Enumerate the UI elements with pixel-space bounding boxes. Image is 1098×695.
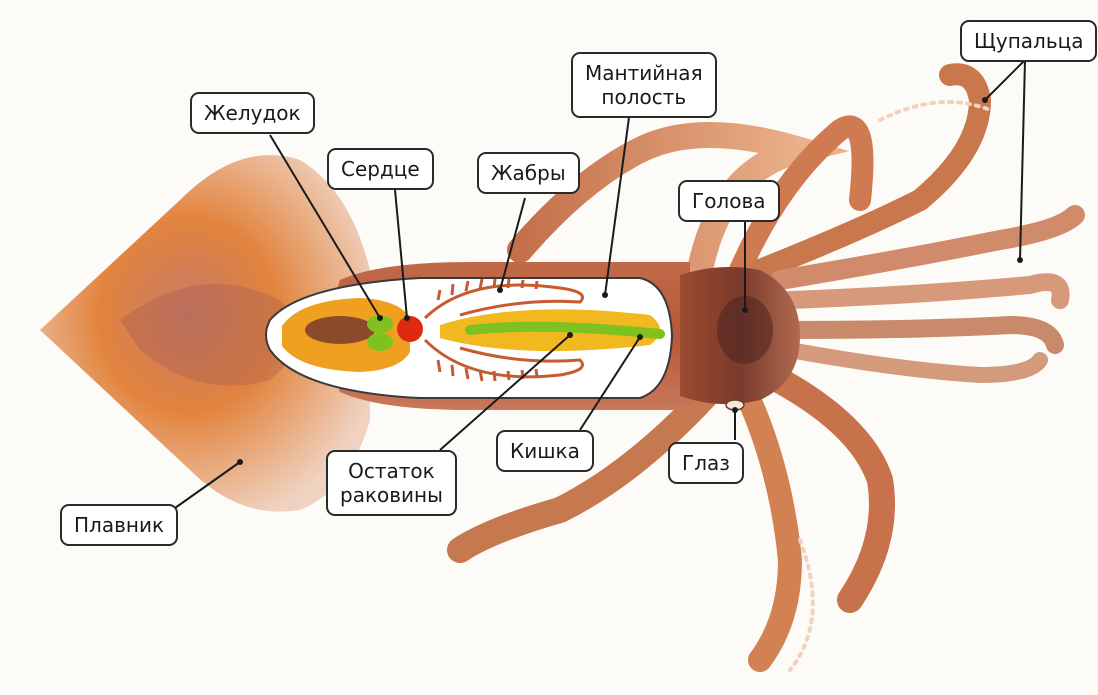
liver-shape [305,316,375,344]
label-gills-text: Жабры [491,161,566,185]
label-shell-remnant-line2: раковины [340,483,443,507]
label-eye-text: Глаз [682,451,730,475]
label-mantle-cavity: Мантийная полость [571,52,717,118]
label-head-text: Голова [692,189,766,213]
arm-right-3 [790,325,1055,345]
label-heart-text: Сердце [341,157,420,181]
arm-right-4 [790,350,1040,375]
label-intestine-text: Кишка [510,439,580,463]
label-tentacles-text: Щупальца [974,29,1083,53]
heart-shape [397,316,423,342]
label-stomach: Желудок [190,92,315,134]
label-shell-remnant: Остаток раковины [326,450,457,516]
stomach-green-2 [367,333,393,351]
label-stomach-text: Желудок [204,101,301,125]
label-mantle-cavity-line1: Мантийная [585,61,703,85]
label-shell-remnant-line1: Остаток [340,459,443,483]
label-intestine: Кишка [496,430,594,472]
label-tentacles: Щупальца [960,20,1097,62]
label-heart: Сердце [327,148,434,190]
label-mantle-cavity-line2: полость [585,85,703,109]
label-head: Голова [678,180,780,222]
label-fin-text: Плавник [74,513,164,537]
arm-right-2 [790,282,1061,300]
label-fin: Плавник [60,504,178,546]
label-gills: Жабры [477,152,580,194]
label-eye: Глаз [668,442,744,484]
arm-lower-mid [740,380,790,660]
